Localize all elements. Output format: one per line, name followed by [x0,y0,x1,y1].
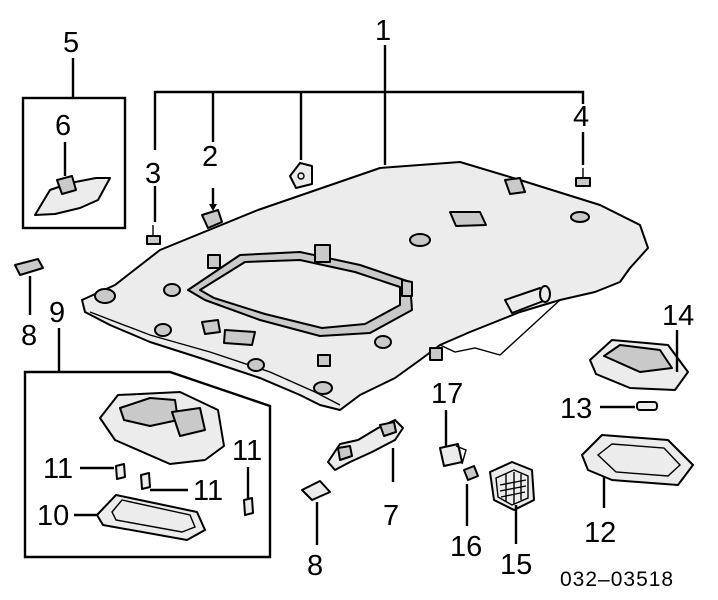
bezel-part-12 [581,434,694,508]
screw-part-4 [575,168,591,187]
callout-17: 17 [431,378,463,410]
callout-9: 9 [49,297,65,329]
grab-handle-part-7 [327,419,404,482]
callout-7: 7 [383,500,399,532]
callout-13: 13 [560,393,592,425]
callout-11-left: 11 [43,453,73,485]
callout-12: 12 [584,517,616,549]
callout-15: 15 [500,549,532,581]
callout-3: 3 [145,158,161,190]
map-light-box-9 [23,328,272,559]
cap-part-8-top [14,258,44,315]
cap-part-8-bottom [301,480,331,545]
diagram-code: 032–03518 [560,568,674,591]
callout-10: 10 [37,500,69,532]
bulb-part-13 [600,401,658,411]
clip-part-17 [439,410,467,467]
clip-part-2 [201,188,223,229]
callout-bracket-2-3-4 [153,90,585,222]
callout-14: 14 [662,300,694,332]
callout-8-top: 8 [21,320,37,352]
screw-part-3 [146,225,161,245]
headliner-part-1 [81,161,649,411]
callout-4: 4 [573,101,589,133]
callout-1: 1 [375,15,391,47]
callout-5: 5 [63,27,79,59]
callout-16: 16 [450,531,482,563]
callout-6: 6 [55,110,71,142]
clip-part-16 [463,465,479,526]
callout-8-bottom: 8 [307,550,323,582]
callout-2: 2 [202,141,218,173]
clip-shape [289,162,313,189]
console-part-14 [589,330,689,391]
detail-box-5 [21,58,127,230]
grille-part-15 [489,461,535,544]
callout-11-middle: 11 [193,475,223,507]
callout-11-right: 11 [232,435,262,467]
